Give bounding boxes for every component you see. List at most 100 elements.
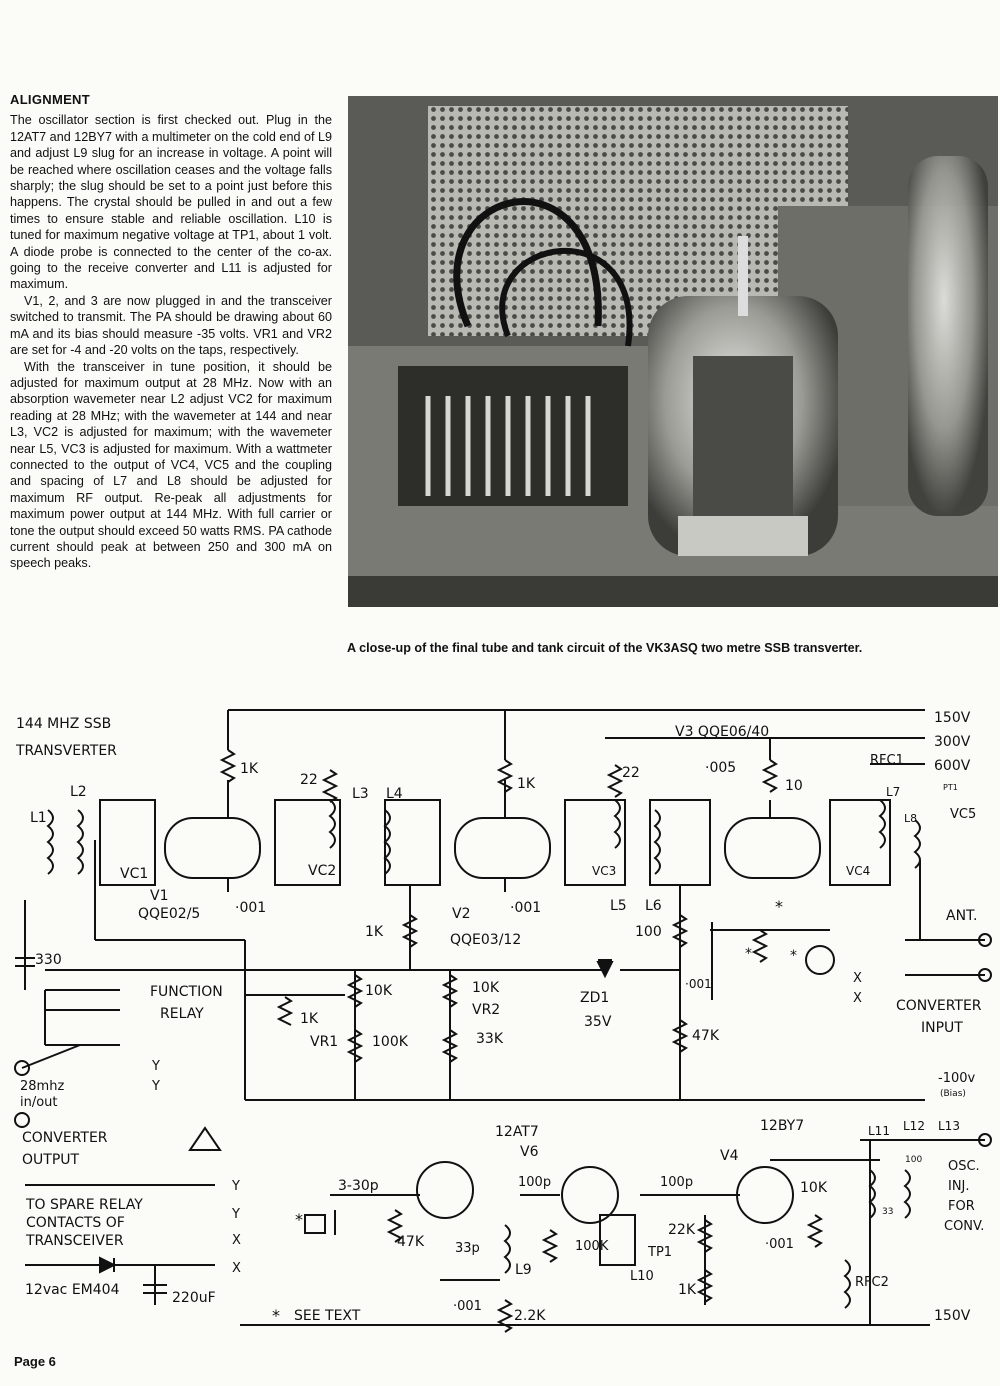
res-vr1-lower: 100K bbox=[372, 1034, 409, 1050]
tube-v2-type: QQE03/12 bbox=[450, 932, 521, 948]
meter-star-2: * bbox=[745, 946, 752, 962]
res-vr2-lower: 33K bbox=[476, 1031, 504, 1047]
page-number: Page 6 bbox=[14, 1354, 56, 1369]
cap-vc4: VC4 bbox=[846, 864, 870, 878]
tube-v2-name: V2 bbox=[452, 906, 470, 922]
x-terminal: X bbox=[853, 991, 862, 1006]
coil-l13: L13 bbox=[938, 1119, 960, 1133]
cap-vc1: VC1 bbox=[120, 866, 148, 882]
cap-v3-bypass: ·005 bbox=[705, 760, 736, 776]
res-relay: 1K bbox=[300, 1011, 319, 1027]
res-v2-grid: 1K bbox=[365, 924, 384, 940]
converter-input-label-2: INPUT bbox=[921, 1020, 963, 1036]
converter-input-label: CONVERTER bbox=[896, 998, 982, 1014]
transverter-schematic: 144 MHZ SSB TRANSVERTER 150V 300V 600V -… bbox=[14, 709, 992, 1333]
rfc1-label: RFC1 bbox=[870, 753, 904, 768]
tube-v1-name: V1 bbox=[150, 888, 168, 904]
converter-output-label-2: OUTPUT bbox=[22, 1152, 80, 1168]
pt1-label: PT1 bbox=[943, 783, 958, 792]
x-terminal: X bbox=[232, 1233, 241, 1248]
schematic-title: 144 MHZ SSB bbox=[16, 716, 111, 732]
osc-inj-label-3: FOR bbox=[948, 1199, 975, 1214]
cap-100p-b: 100p bbox=[660, 1175, 693, 1190]
input-28mhz-label-2: in/out bbox=[20, 1095, 58, 1110]
coil-l8: L8 bbox=[904, 812, 917, 825]
tp1-label: TP1 bbox=[647, 1245, 672, 1260]
coil-l5: L5 bbox=[610, 898, 627, 914]
cap-v2-bypass: ·001 bbox=[510, 900, 541, 916]
cap-osc-bypass: ·001 bbox=[453, 1299, 482, 1314]
coil-l4: L4 bbox=[386, 786, 403, 802]
photo-caption: A close-up of the final tube and tank ci… bbox=[347, 641, 863, 655]
coil-l12: L12 bbox=[903, 1119, 925, 1133]
res-2-2k: 2.2K bbox=[514, 1308, 546, 1324]
spare-relay-label-2: CONTACTS OF bbox=[26, 1215, 125, 1231]
spare-relay-label-3: TRANSCEIVER bbox=[25, 1233, 124, 1249]
res-22-a: 22 bbox=[300, 772, 318, 788]
spare-relay-label: TO SPARE RELAY bbox=[25, 1197, 143, 1213]
cap-330: 330 bbox=[35, 952, 62, 968]
input-28mhz-label: 28mhz bbox=[20, 1079, 64, 1094]
x-terminal: X bbox=[853, 971, 862, 986]
cap-vc2: VC2 bbox=[308, 863, 336, 879]
rail-150v-bottom: 150V bbox=[934, 1308, 971, 1324]
res-v2-plate: 1K bbox=[517, 776, 536, 792]
res-22-b: 22 bbox=[622, 765, 640, 781]
tube-v4-name: V4 bbox=[720, 1148, 739, 1164]
cap-33: 33 bbox=[882, 1207, 893, 1217]
vr2-label: VR2 bbox=[472, 1002, 500, 1018]
article-paragraph: The oscillator section is first checked … bbox=[10, 113, 332, 292]
tube-v6-type: 12AT7 bbox=[495, 1124, 539, 1140]
cap-vc3: VC3 bbox=[592, 864, 616, 878]
coil-l3: L3 bbox=[352, 786, 369, 802]
cap-220uf: 220uF bbox=[172, 1290, 216, 1306]
res-v1-plate: 1K bbox=[240, 761, 259, 777]
cap-v1-bypass: ·001 bbox=[235, 900, 266, 916]
coil-l7: L7 bbox=[886, 785, 900, 799]
res-1k-bottom: 1K bbox=[678, 1282, 697, 1298]
article-paragraph: With the transceiver in tune position, i… bbox=[10, 359, 332, 571]
res-22k: 22K bbox=[668, 1222, 696, 1238]
res-47k-bias: 47K bbox=[692, 1028, 720, 1044]
cap-100: 100 bbox=[905, 1155, 922, 1165]
res-10k-v4: 10K bbox=[800, 1180, 828, 1196]
cap-meter-bypass: ·001 bbox=[685, 977, 712, 991]
zd1-label: ZD1 bbox=[580, 990, 609, 1006]
zd1-voltage: 35V bbox=[584, 1014, 612, 1030]
alignment-article: ALIGNMENT The oscillator section is firs… bbox=[10, 92, 332, 572]
y-terminal: Y bbox=[231, 1179, 240, 1194]
y-terminal: Y bbox=[151, 1059, 160, 1074]
meter-star-3: * bbox=[790, 948, 797, 964]
tube-v6-name: V6 bbox=[520, 1144, 539, 1160]
tube-v4-type: 12BY7 bbox=[760, 1118, 804, 1134]
see-text-note: SEE TEXT bbox=[294, 1308, 361, 1324]
cap-v4-bypass: ·001 bbox=[765, 1237, 794, 1252]
res-47k-grid: 47K bbox=[397, 1234, 425, 1250]
res-vr2: 10K bbox=[472, 980, 500, 996]
res-100k: 100K bbox=[575, 1239, 609, 1254]
coil-l1: L1 bbox=[30, 810, 47, 826]
see-text-star: * bbox=[272, 1306, 280, 1325]
cap-3-30p: 3-30p bbox=[338, 1178, 379, 1194]
res-10: 10 bbox=[785, 778, 803, 794]
rail-300v: 300V bbox=[934, 734, 971, 750]
cap-100p-a: 100p bbox=[518, 1175, 551, 1190]
supply-label: 12vac EM404 bbox=[25, 1282, 120, 1298]
crystal-star: * bbox=[295, 1210, 303, 1229]
rfc2-label: RFC2 bbox=[855, 1275, 889, 1290]
tube-v3-label: V3 QQE06/40 bbox=[675, 724, 769, 740]
photo-illustration bbox=[348, 96, 998, 607]
schematic-subtitle: TRANSVERTER bbox=[15, 743, 117, 759]
relay-label: RELAY bbox=[160, 1006, 204, 1022]
meter-star: * bbox=[775, 897, 783, 916]
rail-600v: 600V bbox=[934, 758, 971, 774]
function-label: FUNCTION bbox=[150, 984, 223, 1000]
res-100: 100 bbox=[635, 924, 662, 940]
rail-bias: -100v bbox=[938, 1071, 976, 1086]
antenna-label: ANT. bbox=[946, 908, 977, 924]
osc-inj-label: OSC. bbox=[948, 1159, 980, 1174]
article-heading: ALIGNMENT bbox=[10, 92, 90, 107]
coil-l11: L11 bbox=[868, 1124, 890, 1138]
x-terminal: X bbox=[232, 1261, 241, 1276]
rail-150v: 150V bbox=[934, 710, 971, 726]
